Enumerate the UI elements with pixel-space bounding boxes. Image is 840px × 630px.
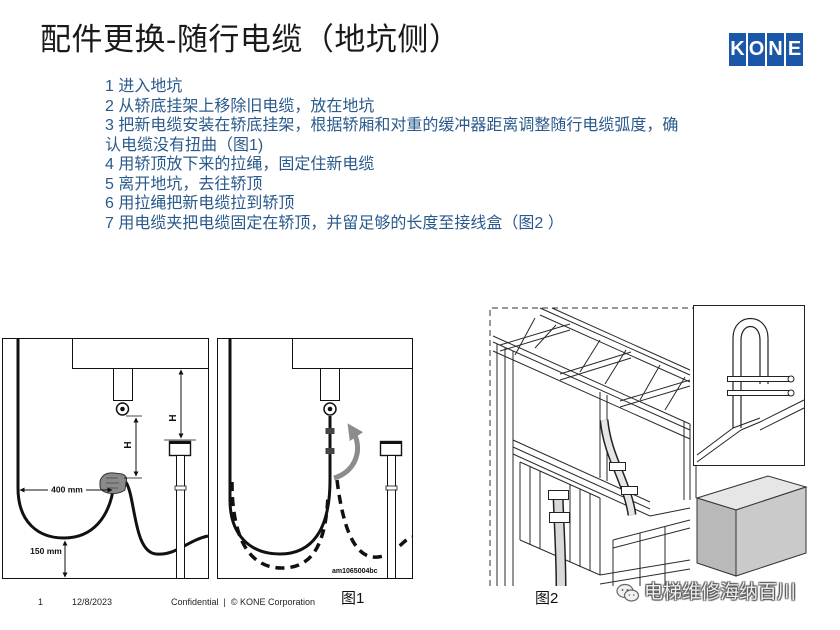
figure-1-right-panel: am1065004bc (217, 338, 413, 579)
cross-member (499, 323, 691, 408)
left-post (496, 344, 514, 586)
side-panel (519, 461, 601, 576)
steps-list: 1 进入地坑 2 从轿底挂架上移除旧电缆，放在地坑 3 把新电缆安装在轿底挂架，… (105, 77, 678, 233)
truss-rib (514, 317, 686, 411)
cable-clamp (609, 462, 626, 471)
car-hanger (320, 368, 340, 416)
logo-letter-o: O (748, 33, 765, 66)
car-bottom (72, 338, 209, 369)
travelling-cable-correct (228, 338, 332, 556)
figure-1-diagram: 400 mm 150 mm H H (2, 338, 413, 579)
dimension-400-label: 400 mm (51, 485, 83, 495)
cable-clamp (548, 490, 569, 500)
watermark-text: 电梯维修海纳百川 (644, 582, 797, 603)
cable-clamp (549, 512, 570, 523)
cable-loop (732, 317, 769, 428)
step-4: 4 用轿顶放下来的拉绳，固定住新电缆 (105, 156, 375, 173)
buffer (168, 440, 192, 579)
step-5: 5 离开地坑，去往轿顶 (105, 175, 263, 193)
travelling-cable-to-counterweight (335, 479, 413, 559)
step-7: 7 用电缆夹把电缆固定在轿顶，并留足够的长度至接线盒（图2 ） (105, 214, 564, 232)
figure-1-left-panel: 400 mm 150 mm H H (2, 338, 209, 579)
floor-edge (599, 507, 691, 585)
dimension-floor-clearance: 150 mm (30, 540, 68, 578)
step-3: 3 把新电缆安装在轿底挂架，根据轿厢和对重的缓冲器距离调整随行电缆弧度，确 (105, 117, 679, 134)
dimension-h-label: H (168, 414, 179, 421)
drawing-id: am1065004bc (332, 568, 378, 575)
detail-inset (693, 305, 805, 466)
footer-date: 12/8/2023 (72, 597, 113, 607)
figure-2-caption: 图2 (535, 590, 559, 607)
step-1: 1 进入地坑 (105, 78, 183, 95)
logo-letter-e: E (786, 33, 803, 66)
step-3-continued: 认电缆没有扭曲（图1) (105, 136, 264, 154)
figure-1-caption: 图1 (341, 590, 365, 607)
car-floor-rail (612, 519, 691, 586)
step-2: 2 从轿底挂架上移除旧电缆，放在地坑 (105, 97, 375, 115)
bracket (696, 399, 805, 463)
cable-tie (325, 448, 335, 454)
dimension-loop-width: 400 mm (19, 484, 113, 495)
cable-clamp (621, 486, 638, 495)
cable-loop-inner (740, 325, 761, 428)
car-hanger (113, 368, 133, 416)
car-bottom (292, 338, 413, 369)
figure-2-diagram (489, 305, 808, 587)
travelling-cable-fig2 (548, 419, 638, 587)
buffer (379, 440, 403, 579)
box-front (696, 497, 737, 577)
car-frame-structure (492, 307, 697, 586)
cable-tie (727, 376, 790, 382)
dimension-150-label: 150 mm (30, 546, 62, 556)
wechat-icon (616, 583, 640, 602)
logo-letter-n: N (767, 33, 784, 66)
logo-letter-k: K (729, 33, 746, 66)
step-6: 6 用拉绳把新电缆拉到轿顶 (105, 195, 295, 212)
adjust-arrow-icon (333, 423, 364, 481)
travelling-cable-too-low (230, 481, 330, 570)
dimension-h-hanger: H (123, 415, 142, 479)
page-number: 1 (38, 597, 44, 607)
box-side (735, 486, 807, 577)
dimension-h-buffer: H (164, 369, 196, 441)
cable-tie (325, 428, 335, 434)
watermark: 电梯维修海纳百川 (616, 580, 816, 606)
upper-beam-front (492, 335, 691, 440)
drawing-border (489, 307, 693, 586)
upper-beam-rear (539, 307, 691, 383)
dimension-h-label: H (123, 441, 134, 448)
slide-title: 配件更换-随行电缆（地坑侧） (40, 22, 461, 57)
kone-logo: K O N E (729, 33, 803, 66)
footer-confidential-notice: Confidential | © KONE Corporation (171, 597, 316, 607)
junction-box (695, 475, 808, 577)
cable-tie (727, 390, 790, 396)
